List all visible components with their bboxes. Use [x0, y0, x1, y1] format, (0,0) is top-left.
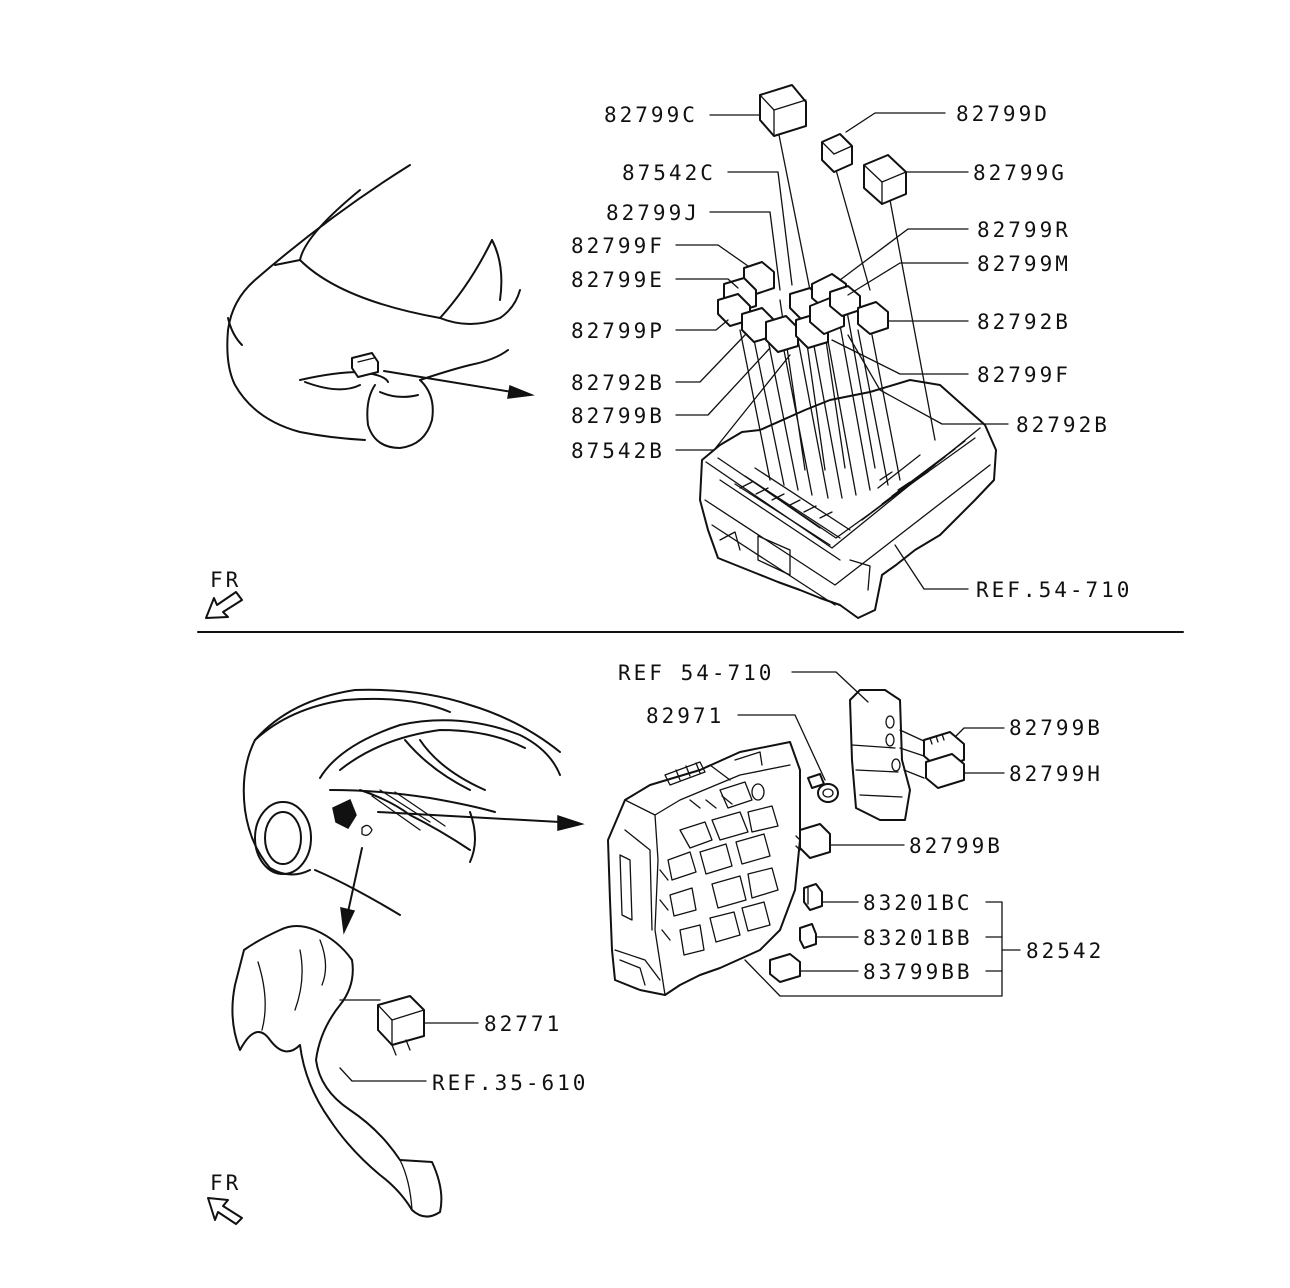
- fr-label-bottom: FR: [210, 1171, 241, 1195]
- relay-box-illustration: [699, 84, 997, 619]
- label-82771: 82771: [484, 1012, 562, 1036]
- fr-arrow-icon: [205, 591, 243, 619]
- label-87542b: 87542B: [571, 439, 665, 463]
- bottom-leader-lines: [339, 671, 1021, 1082]
- label-82799g: 82799G: [973, 161, 1067, 185]
- label-82799f-left: 82799F: [571, 234, 665, 258]
- top-labels: 82799C 82799D 87542C 82799G 82799J 82799…: [571, 102, 1132, 602]
- label-83799bb: 83799BB: [863, 960, 973, 984]
- label-82799j: 82799J: [606, 201, 700, 225]
- car-interior-illustration: [231, 688, 585, 1218]
- label-82792b-right: 82792B: [977, 310, 1071, 334]
- top-leader-lines: [675, 112, 1009, 590]
- label-82799b-upper: 82799B: [1009, 716, 1103, 740]
- label-82799c: 82799C: [604, 103, 698, 127]
- junction-block-illustration: [607, 689, 965, 996]
- fr-direction-bottom: FR: [207, 1171, 243, 1225]
- fr-direction-top: FR: [205, 568, 243, 619]
- top-section: 82799C 82799D 87542C 82799G 82799J 82799…: [205, 84, 1132, 619]
- label-82792b-box: 82792B: [1016, 413, 1110, 437]
- label-87542c: 87542C: [622, 161, 716, 185]
- car-front-illustration: [226, 164, 535, 449]
- label-82799p: 82799P: [571, 319, 665, 343]
- fr-arrow-icon: [207, 1197, 243, 1225]
- bottom-section: REF 54-710 82971 82799B 82799H 82799B 83…: [207, 661, 1104, 1225]
- label-82799b: 82799B: [571, 404, 665, 428]
- label-82799d: 82799D: [956, 102, 1050, 126]
- label-82799e: 82799E: [571, 268, 665, 292]
- label-82799b-lower: 82799B: [909, 834, 1003, 858]
- label-83201bc: 83201BC: [863, 891, 973, 915]
- label-83201bb: 83201BB: [863, 926, 973, 950]
- label-ref-54-710-b: REF 54-710: [618, 661, 774, 685]
- label-82792b-left: 82792B: [571, 371, 665, 395]
- label-82799h: 82799H: [1009, 762, 1103, 786]
- label-82799f-right: 82799F: [977, 363, 1071, 387]
- label-ref-35-610: REF.35-610: [432, 1071, 588, 1095]
- fr-label-top: FR: [210, 568, 241, 592]
- label-82542: 82542: [1026, 939, 1104, 963]
- label-ref-54-710: REF.54-710: [976, 578, 1132, 602]
- label-82971: 82971: [646, 704, 724, 728]
- label-82799m: 82799M: [977, 252, 1071, 276]
- bottom-labels: REF 54-710 82971 82799B 82799H 82799B 83…: [432, 661, 1104, 1095]
- label-82799r: 82799R: [977, 218, 1071, 242]
